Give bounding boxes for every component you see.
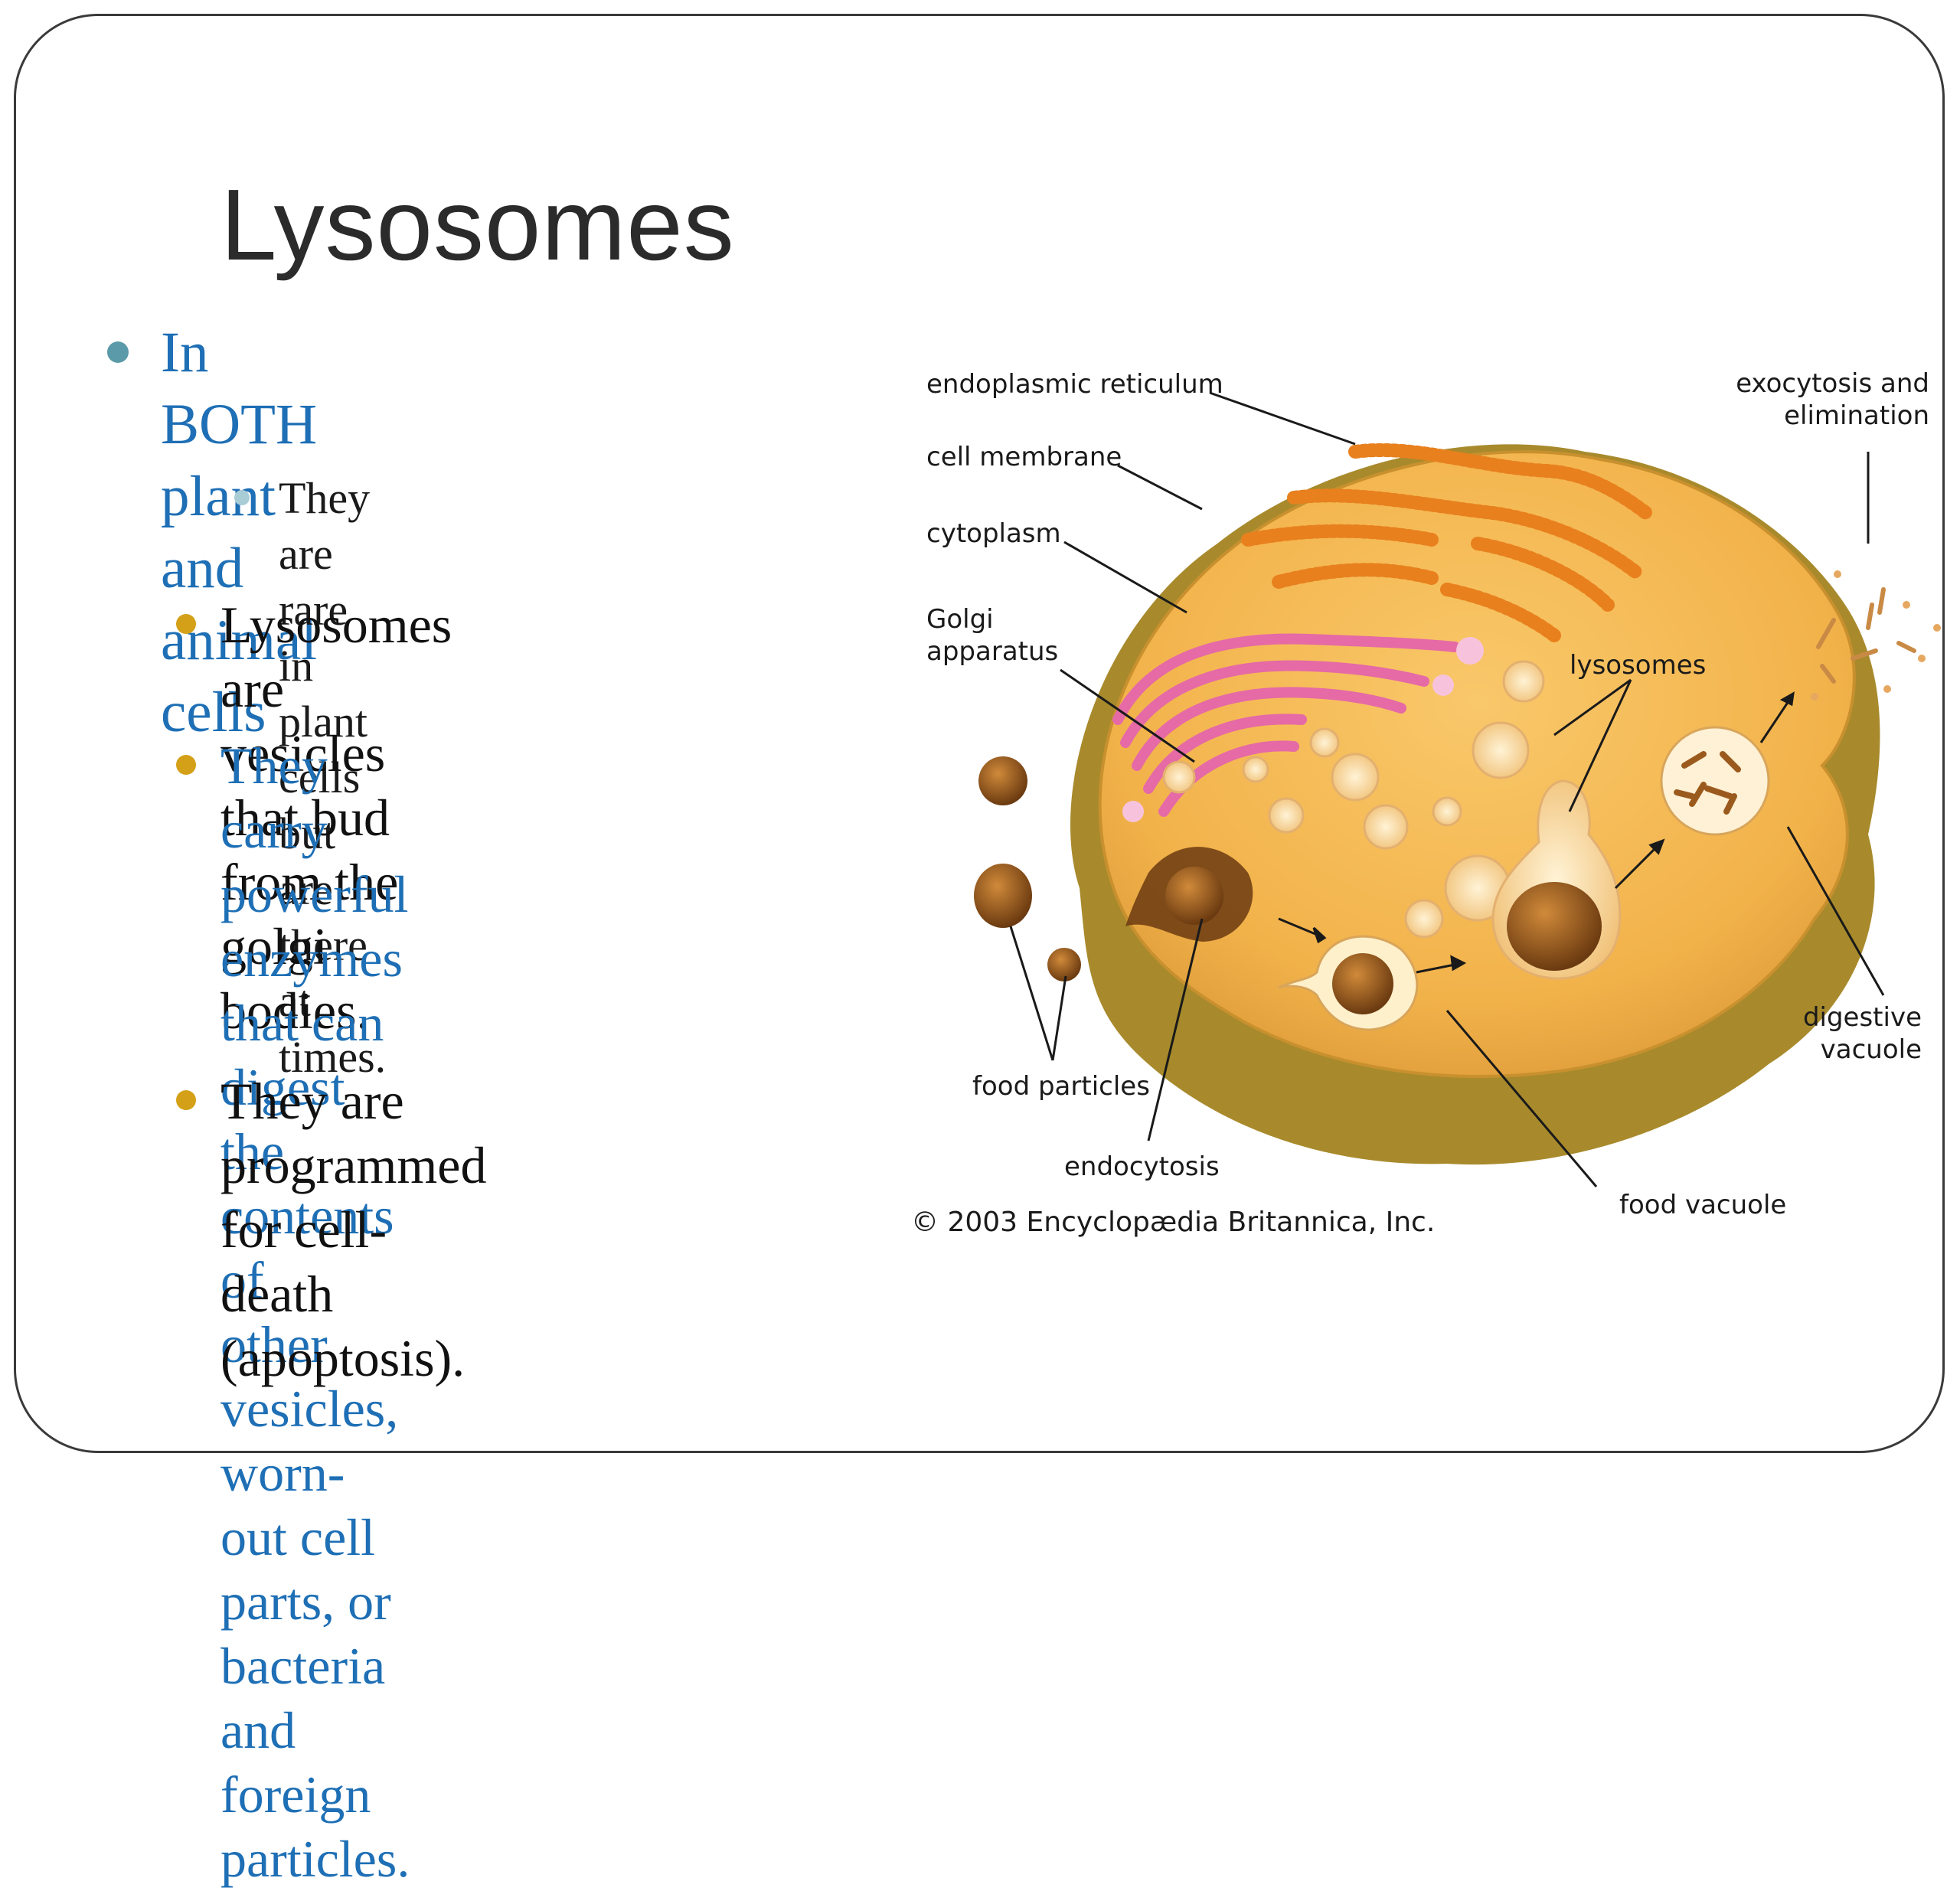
bullet-2-line-1: They are rare in plant cells but [279,473,371,858]
bullet-4-line-5: particles. [220,1830,410,1888]
label-golgi-1: Golgi [926,604,994,635]
bullet-4-line-2: that can digest the contents of [220,994,394,1309]
bullet-3-line-2: from the golgi bodies. [220,853,399,1040]
label-digestive-2: vacuole [1821,1034,1922,1065]
bullet-5: They are programmed for cell- death (apo… [220,1069,486,1390]
label-lysosomes: lysosomes [1570,650,1706,681]
bullet-2-line-2: are there at times. [279,864,387,1082]
label-endocytosis: endocytosis [1064,1151,1220,1182]
label-exocytosis-1: exocytosis and [1736,368,1929,399]
sub-bullet-dot [234,490,250,505]
bullet-3-line-1: Lysosomes are vesicles that bud [220,596,452,847]
golgi-apparatus [1112,633,1460,817]
label-cell-membrane: cell membrane [926,442,1122,472]
bullet-1-line-1: In BOTH plant and animal [161,321,318,672]
bullet-3: Lysosomes are vesicles that bud from the… [220,593,452,1043]
bullet-dot [176,755,196,775]
food-particles [974,756,1081,981]
bullet-dot [176,1090,196,1110]
label-food-particles: food particles [972,1071,1150,1102]
label-food-vacuole: food vacuole [1619,1190,1786,1220]
lysosome-vesicles [1162,660,1545,939]
label-golgi-2: apparatus [926,636,1058,667]
bullet-4-line-1: They carry powerful enzymes [220,736,409,988]
bullet-dot [107,341,129,363]
bullet-dot [176,614,196,634]
bullet-2: They are rare in plant cells but are the… [279,470,386,1085]
bullet-5-line-2: death (apoptosis). [220,1265,466,1387]
bullet-4-line-4: parts, or bacteria and foreign [220,1573,391,1824]
digestive-vacuole [1660,726,1770,836]
exocytosis-particles [1816,587,1916,684]
copyright-notice: © 2003 Encyclopædia Britannica, Inc. [911,1207,1435,1238]
label-cytoplasm: cytoplasm [926,518,1061,549]
label-exocytosis-2: elimination [1784,400,1929,431]
leader-lines [1009,391,1885,1187]
endoplasmic-reticulum [1241,443,1653,642]
slide-title: Lysosomes [220,168,735,281]
label-digestive-1: digestive [1803,1002,1922,1033]
cell-diagram: endoplasmic reticulum cell membrane cyto… [896,337,1960,1256]
bullet-5-line-1: They are programmed for cell- [220,1072,487,1259]
bullet-1: In BOTH plant and animal cells [161,317,317,749]
bullet-1-line-2: cells [161,681,266,744]
label-endoplasmic-reticulum: endoplasmic reticulum [926,369,1223,400]
